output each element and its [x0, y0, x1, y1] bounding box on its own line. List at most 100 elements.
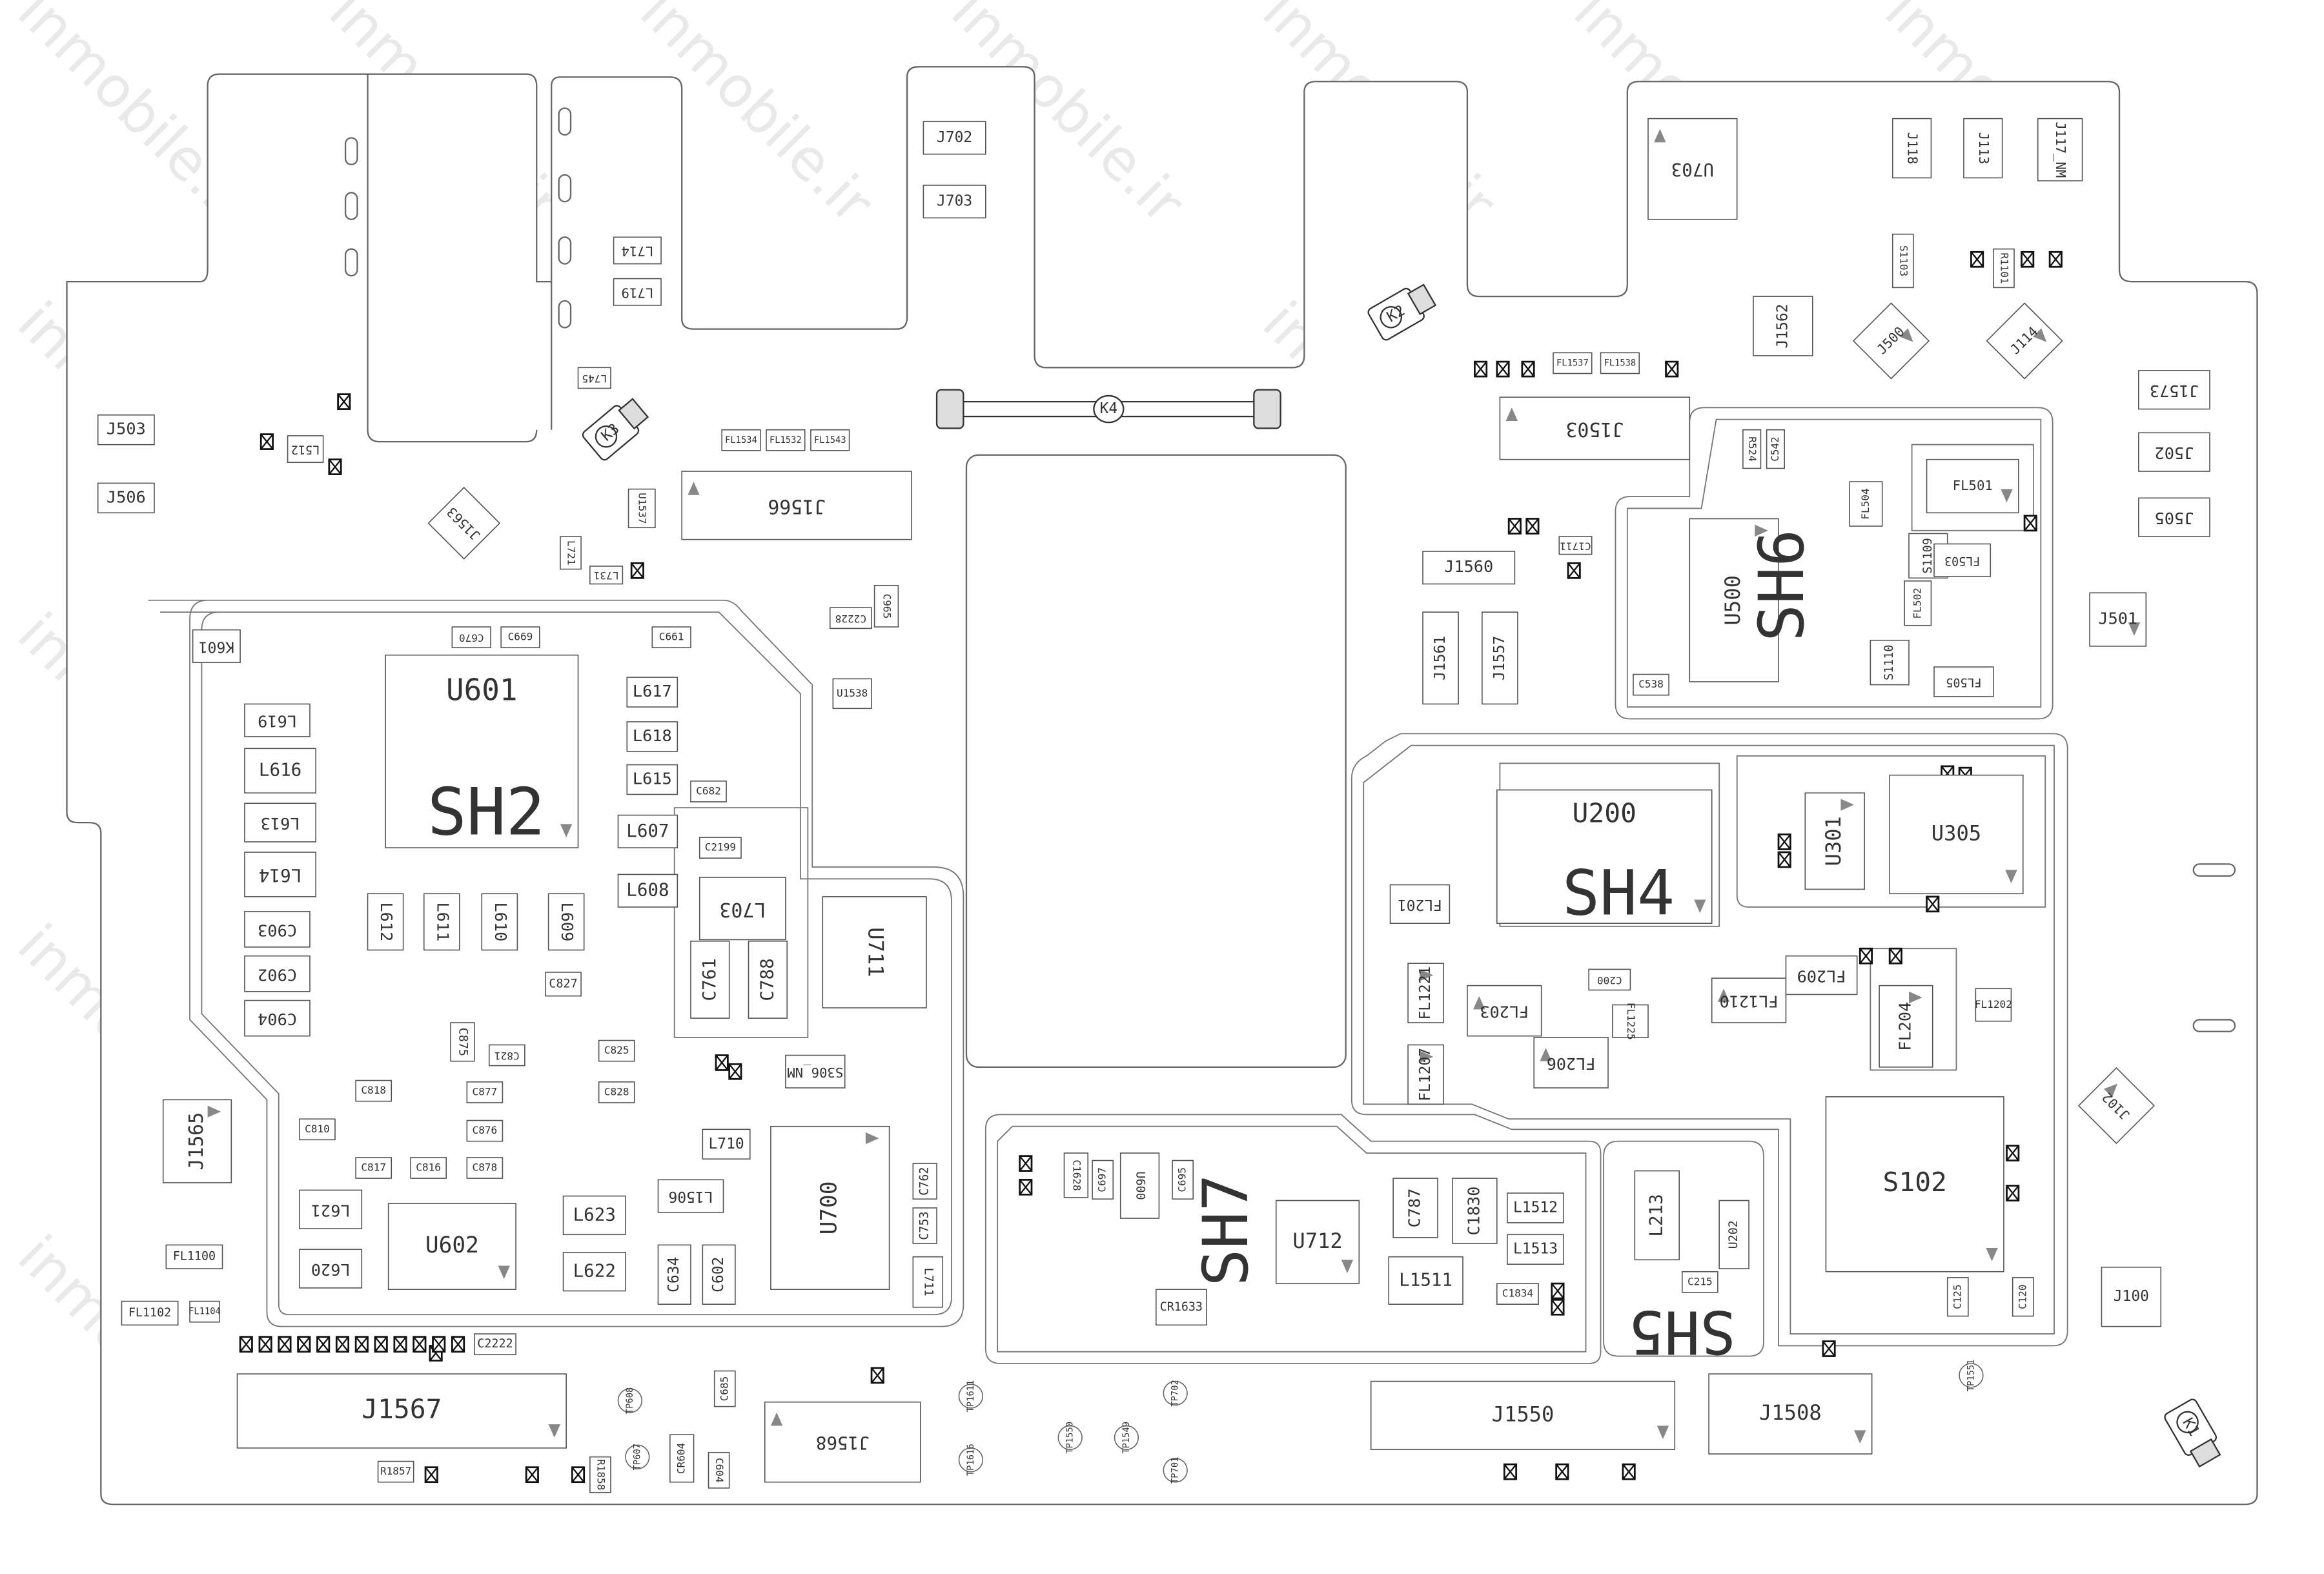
component-fl206[interactable]: FL206 — [1533, 1037, 1609, 1089]
component-u600[interactable]: U600 — [1119, 1152, 1160, 1219]
component-u200[interactable]: U200 — [1496, 789, 1713, 925]
component-fl209[interactable]: FL209 — [1785, 955, 1858, 996]
component-c697[interactable]: C697 — [1092, 1160, 1114, 1200]
component-c634[interactable]: C634 — [657, 1244, 691, 1305]
component-l617[interactable]: L617 — [626, 677, 678, 708]
component-fl1543[interactable]: FL1543 — [810, 429, 850, 451]
component-c816[interactable]: C816 — [410, 1157, 447, 1179]
component-u601[interactable]: U601 — [385, 654, 579, 848]
component-cr604[interactable]: CR604 — [669, 1434, 695, 1483]
component-l711[interactable]: L711 — [912, 1256, 944, 1308]
component-fl1207[interactable]: FL1207 — [1407, 1044, 1444, 1105]
component-l616[interactable]: L616 — [244, 748, 316, 793]
test-point-tp1616[interactable]: TP1616 — [958, 1444, 984, 1476]
component-l213[interactable]: L213 — [1634, 1170, 1680, 1261]
component-j1508[interactable]: J1508 — [1708, 1373, 1873, 1455]
component-c669[interactable]: C669 — [500, 626, 540, 649]
component-fl201[interactable]: FL201 — [1389, 884, 1451, 925]
component-j1562[interactable]: J1562 — [1753, 296, 1813, 356]
component-c200[interactable]: C200 — [1588, 968, 1631, 991]
component-s306-nm[interactable]: S306_NM — [785, 1054, 846, 1089]
component-u712[interactable]: U712 — [1275, 1200, 1360, 1284]
component-j502[interactable]: J502 — [2138, 432, 2210, 472]
component-l611[interactable]: L611 — [423, 893, 460, 951]
component-l622[interactable]: L622 — [562, 1252, 626, 1292]
component-j1557[interactable]: J1557 — [1482, 611, 1518, 705]
component-j506[interactable]: J506 — [97, 482, 155, 514]
component-c753[interactable]: C753 — [912, 1207, 937, 1244]
component-l719[interactable]: L719 — [613, 278, 662, 306]
component-c827[interactable]: C827 — [545, 972, 582, 997]
test-point-tp608[interactable]: TP608 — [617, 1387, 643, 1414]
component-j117-nm[interactable]: J117_NM — [2037, 118, 2083, 181]
test-point-tp1551[interactable]: TP1551 — [1959, 1360, 1984, 1392]
component-c877[interactable]: C877 — [466, 1081, 504, 1103]
component-c661[interactable]: C661 — [651, 626, 691, 649]
component-u1538[interactable]: U1538 — [832, 678, 872, 710]
component-fl502[interactable]: FL502 — [1904, 580, 1932, 626]
component-j102[interactable]: J102 — [2077, 1067, 2155, 1145]
component-l512[interactable]: L512 — [287, 435, 324, 464]
component-u700[interactable]: U700 — [770, 1125, 890, 1291]
component-j114[interactable]: J114 — [1986, 302, 2063, 380]
component-fl1100[interactable]: FL1100 — [165, 1244, 223, 1269]
component-fl203[interactable]: FL203 — [1467, 985, 1542, 1037]
component-c965[interactable]: C965 — [873, 584, 899, 628]
component-fl204[interactable]: FL204 — [1879, 985, 1933, 1068]
component-j1550[interactable]: J1550 — [1370, 1380, 1676, 1450]
component-l710[interactable]: L710 — [702, 1129, 751, 1160]
component-fl503[interactable]: FL503 — [1933, 543, 1992, 577]
component-c787[interactable]: C787 — [1392, 1178, 1438, 1238]
component-l618[interactable]: L618 — [626, 721, 678, 752]
connector-k3[interactable]: K3 — [581, 394, 651, 462]
component-u602[interactable]: U602 — [387, 1203, 516, 1291]
component-c604[interactable]: C604 — [708, 1451, 730, 1489]
component-u711[interactable]: U711 — [822, 896, 927, 1008]
component-j1568[interactable]: J1568 — [764, 1401, 921, 1483]
component-c2222[interactable]: C2222 — [474, 1333, 516, 1356]
test-point-tp702[interactable]: TP702 — [1163, 1380, 1188, 1407]
component-c538[interactable]: C538 — [1633, 673, 1669, 696]
component-u301[interactable]: U301 — [1804, 792, 1865, 890]
component-c904[interactable]: C904 — [244, 999, 311, 1037]
component-j1565[interactable]: J1565 — [162, 1099, 232, 1183]
component-c695[interactable]: C695 — [1172, 1160, 1194, 1200]
component-c878[interactable]: C878 — [466, 1157, 504, 1179]
component-l607[interactable]: L607 — [617, 814, 678, 848]
component-j503[interactable]: J503 — [97, 414, 155, 445]
component-r1101[interactable]: R1101 — [1993, 248, 2015, 289]
component-l623[interactable]: L623 — [562, 1195, 626, 1236]
component-k601[interactable]: K601 — [192, 629, 241, 663]
component-fl504[interactable]: FL504 — [1849, 481, 1883, 527]
component-u703[interactable]: U703 — [1647, 118, 1738, 220]
component-fl1202[interactable]: FL1202 — [1975, 988, 2012, 1022]
component-c1711[interactable]: C1711 — [1558, 536, 1593, 555]
component-j1561[interactable]: J1561 — [1422, 611, 1459, 705]
component-c215[interactable]: C215 — [1681, 1271, 1718, 1293]
component-j703[interactable]: J703 — [922, 185, 986, 219]
component-l703[interactable]: L703 — [698, 877, 786, 941]
component-l1506[interactable]: L1506 — [657, 1179, 724, 1213]
component-c788[interactable]: C788 — [748, 940, 788, 1019]
component-j501[interactable]: J501 — [2089, 592, 2147, 647]
component-r1857[interactable]: R1857 — [377, 1460, 414, 1483]
component-l608[interactable]: L608 — [617, 874, 678, 908]
component-l745[interactable]: L745 — [577, 367, 611, 389]
test-point-tp1549[interactable]: TP1549 — [1114, 1422, 1139, 1454]
component-u1537[interactable]: U1537 — [627, 488, 656, 529]
component-fl1537[interactable]: FL1537 — [1553, 352, 1593, 374]
component-l609[interactable]: L609 — [547, 893, 585, 951]
component-l1513[interactable]: L1513 — [1507, 1234, 1564, 1265]
component-c1830[interactable]: C1830 — [1452, 1178, 1498, 1244]
component-j1567[interactable]: J1567 — [236, 1373, 567, 1449]
component-u202[interactable]: U202 — [1718, 1200, 1749, 1269]
component-l731[interactable]: L731 — [589, 566, 624, 585]
component-c670[interactable]: C670 — [451, 626, 491, 649]
component-fl1210[interactable]: FL1210 — [1711, 977, 1787, 1023]
component-j1573[interactable]: J1573 — [2138, 370, 2210, 410]
component-l613[interactable]: L613 — [244, 802, 316, 843]
component-j113[interactable]: J113 — [1963, 118, 2003, 179]
component-j1563[interactable]: J1563 — [427, 487, 501, 560]
component-c810[interactable]: C810 — [299, 1118, 336, 1141]
component-l721[interactable]: L721 — [560, 536, 582, 570]
